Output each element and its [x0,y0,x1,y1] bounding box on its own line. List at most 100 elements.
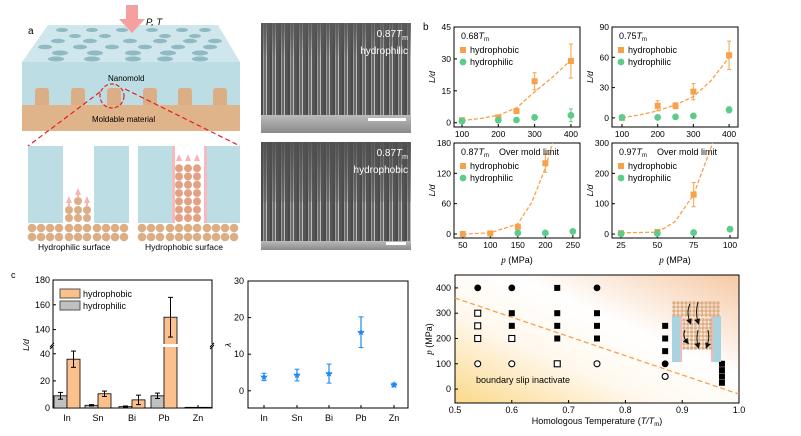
x-category-label: Bi [325,413,333,423]
legend-hydrophilic-swatch [59,300,81,311]
particle [689,322,694,326]
hydrophobic-point [531,78,538,85]
phase-point-square [662,335,669,342]
particle [676,305,680,309]
legend-hydrophobic-label: hydrophobic [628,45,678,55]
hydrophilic-point [653,230,661,237]
particle [680,305,684,309]
particle [712,305,716,309]
x-tick-label: 400 [722,129,736,139]
phase-point-square [594,335,600,342]
phase-point-open-square [474,322,482,330]
panel-label-a: a [28,26,34,37]
x-category-label: Bi [128,413,136,423]
x-tick-label: 300 [528,129,542,139]
particle [175,164,183,173]
y-tick-label: 0 [446,118,451,128]
hydrophobic-point [690,88,697,95]
sem-image-hydrophilic: 0.87Tm hydrophilic [261,23,411,133]
phase-point-square [718,379,725,386]
particle [693,326,698,330]
particle [705,322,709,326]
hydrophilic-bar [184,406,199,409]
particle [175,172,183,181]
phase-point-open-square [474,309,482,317]
y-tick-label: 60 [600,52,610,62]
particle [693,346,698,350]
x-category-label: Pb [158,413,169,423]
particle [682,346,686,350]
particle [716,301,720,305]
particle [701,346,705,350]
particle [689,342,694,346]
phase-point-square [508,322,515,329]
y-axis-label: L/d [585,71,595,83]
particle [688,313,692,317]
legend-hydrophilic-marker [617,58,625,66]
y-tick-label: 0 [604,113,609,123]
boundary-line [454,297,740,395]
flow-arrows-icon [176,154,200,161]
particle [184,172,192,181]
legend-hydrophilic-marker [617,174,625,182]
particle [700,301,704,305]
flow-arrows-icon [66,188,90,207]
particle [692,309,696,313]
plot-frame [453,142,581,239]
lambda-point [357,328,365,336]
particle [684,301,688,305]
x-category-label: Zn [389,413,400,423]
mold-pillars [35,88,227,108]
phase-point-open-circle [593,360,601,368]
x-tick-label: 100 [615,129,629,139]
y-tick-label: 300 [436,308,451,318]
particle [697,322,701,326]
y-tick-label: 20 [234,313,244,323]
x-axis-var: p [500,255,506,265]
particle [701,334,705,338]
phase-point-square [662,322,669,329]
y-tick-label: 15 [442,86,452,96]
particle [672,309,676,313]
sem-image-hydrophobic: 0.87Tm hydrophobic [261,142,411,250]
hydrophilic-point [513,116,520,124]
particle [708,322,713,326]
particle [682,322,686,326]
y-tick-label: 30 [442,54,452,64]
particle [184,164,192,173]
particle [693,334,698,338]
particle [708,313,712,317]
particle [175,214,183,222]
x-tick-label: 25 [616,240,626,250]
x-tick-label: 0.8 [619,405,632,415]
x-category-label: Sn [291,413,302,423]
pressure-arrow-icon [119,5,145,33]
particle [689,326,694,330]
zoom-circle [99,83,125,109]
particle [693,322,698,326]
x-category-label: Zn [193,413,204,423]
x-axis-unit: (MPa) [508,255,533,265]
lambda-point [293,371,301,379]
particle [686,342,690,346]
phase-point-square [594,310,600,317]
particle [705,334,709,338]
particle [708,326,713,330]
hydrophobic-caption: Hydrophobic surface [145,242,223,252]
y-tick-label: 200 [436,333,451,343]
particle [704,309,708,313]
plot-frame [611,26,739,128]
y-tick-label: 100 [436,359,451,369]
temp-value: 0.97 [619,147,637,157]
zoom-line-left [27,91,101,147]
hydrophilic-point [494,116,502,124]
particle [184,214,192,222]
particle [712,309,716,313]
particle [701,330,705,334]
zoom-line-right [124,88,241,147]
x-axis-var: T/T [641,416,656,426]
particle [684,305,688,309]
phase-point-open-circle [508,360,516,368]
